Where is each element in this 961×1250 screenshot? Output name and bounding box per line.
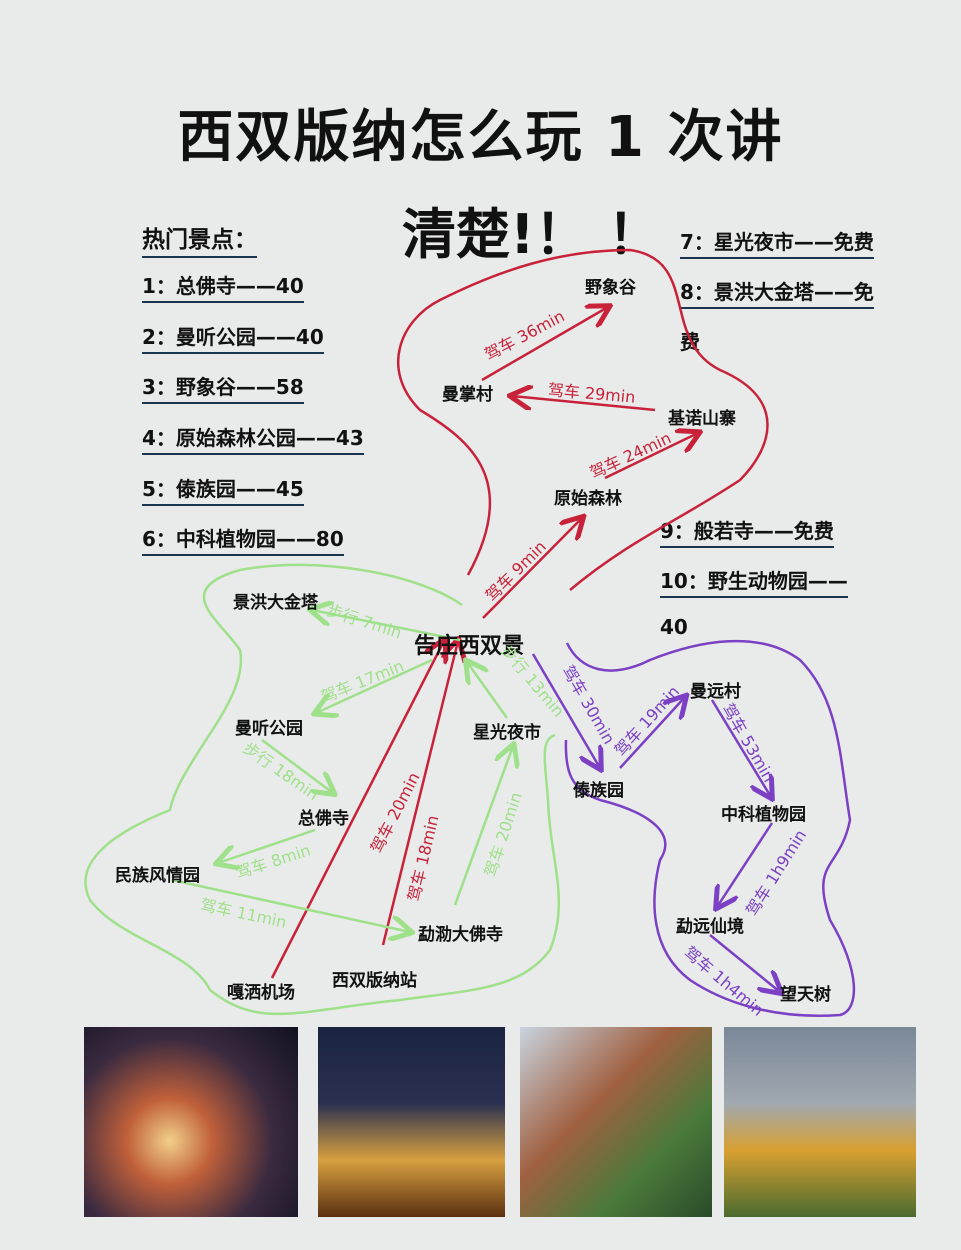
arrow: [261, 738, 333, 793]
node: 基诺山寨: [668, 409, 736, 429]
list-item: 10：野生动物园——: [660, 565, 848, 598]
title: 西双版纳怎么玩 1 次讲: [177, 105, 784, 170]
list-heading: 热门景点：: [142, 220, 257, 258]
node: 景洪大金塔: [233, 593, 318, 613]
list-item: 4：原始森林公园——43: [142, 422, 364, 455]
photo-golden-buddha: [724, 1027, 916, 1217]
arrow: [218, 828, 316, 863]
node-gaozhuang: 告庄西双景: [414, 634, 525, 659]
arrow: [512, 396, 656, 412]
title-continued: 清楚!！ ！: [402, 203, 662, 266]
node: 望天树: [780, 985, 831, 1005]
photo-night-market: [84, 1027, 298, 1217]
photo-temple: [520, 1027, 712, 1217]
node: 总佛寺: [298, 809, 349, 829]
node: 星光夜市: [473, 723, 541, 743]
list-item: 2：曼听公园——40: [142, 321, 324, 354]
arrow: [481, 307, 608, 382]
arrow: [531, 653, 600, 768]
green-loop: [84, 563, 561, 1016]
node: 曼听公园: [235, 719, 303, 739]
list-item: 9：般若寺——免费: [660, 515, 834, 548]
arrow: [171, 878, 410, 932]
node: 傣族园: [573, 781, 624, 801]
arrow: [467, 662, 509, 719]
node: 曼远村: [690, 682, 741, 702]
list-item: 6：中科植物园——80: [142, 523, 344, 556]
arrow: [604, 433, 698, 480]
list-item-cont: 40: [660, 615, 688, 639]
node: 野象谷: [585, 278, 636, 298]
arrow: [381, 641, 458, 946]
list-item: 3：野象谷——58: [142, 371, 304, 404]
red-loop: [396, 248, 769, 591]
node: 勐泐大佛寺: [418, 925, 503, 945]
arrow: [710, 699, 771, 797]
arrow: [270, 641, 444, 979]
list-item: 7：星光夜市——免费: [680, 226, 874, 259]
arrow: [453, 746, 513, 906]
node: 原始森林: [554, 489, 622, 509]
purple-loop: [564, 639, 856, 1017]
node: 民族风情园: [115, 866, 200, 886]
list-item: 5：傣族园——45: [142, 473, 304, 506]
photo-golden-pagoda: [318, 1027, 505, 1217]
node: 西双版纳站: [332, 971, 417, 991]
arrow: [316, 658, 433, 713]
arrow: [312, 610, 461, 642]
node: 嘎洒机场: [227, 983, 295, 1003]
node: 曼掌村: [442, 385, 493, 405]
list-item: 8：景洪大金塔——免: [680, 276, 874, 309]
arrow: [717, 822, 774, 907]
arrow: [482, 518, 582, 619]
arrow: [619, 697, 685, 769]
node: 勐远仙境: [676, 917, 744, 937]
list-item: 1：总佛寺——40: [142, 270, 304, 303]
arrow: [709, 934, 780, 992]
node: 中科植物园: [721, 805, 806, 825]
